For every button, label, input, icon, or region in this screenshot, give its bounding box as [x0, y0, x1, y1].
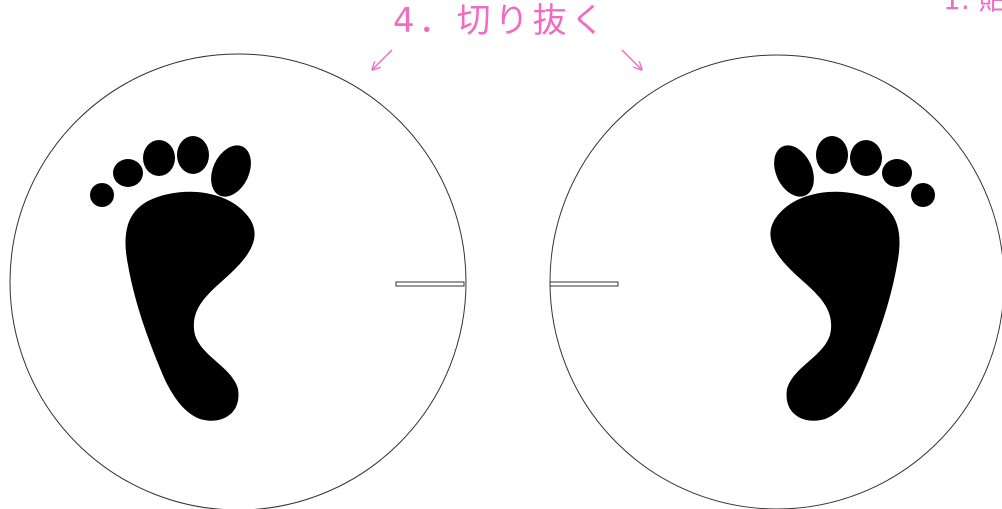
paste-step-label: 1. 貼	[943, 0, 1002, 14]
arrow-down-right-icon	[621, 49, 641, 69]
cut-out-step-label: 4．切り抜く	[393, 1, 609, 41]
left-foot-circle	[9, 53, 467, 509]
right-foot-circle	[549, 54, 1002, 509]
arrow-down-left-icon	[373, 49, 393, 69]
right-circle-slit	[549, 281, 619, 287]
left-circle-slit	[395, 281, 465, 287]
